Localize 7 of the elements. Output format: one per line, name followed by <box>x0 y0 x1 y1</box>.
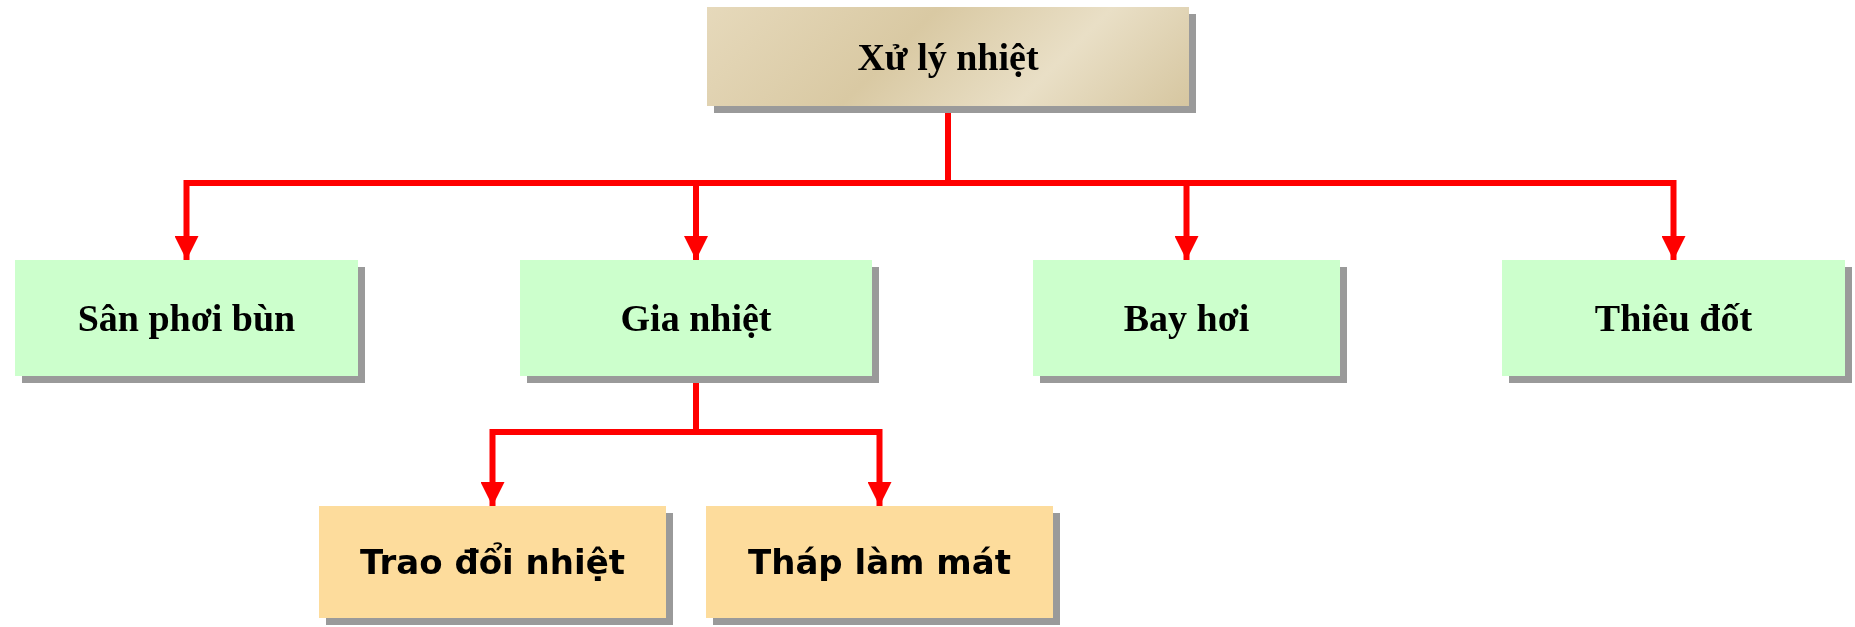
box-label: Xử lý nhiệt <box>857 34 1039 79</box>
box-label: Bay hơi <box>1123 296 1250 340</box>
box-label: Sân phơi bùn <box>77 296 296 340</box>
box-label: Thiêu đốt <box>1594 296 1753 340</box>
box-label: Trao đổi nhiệt <box>360 542 625 582</box>
box-label: Gia nhiệt <box>620 296 772 340</box>
box-label: Tháp làm mát <box>748 542 1011 582</box>
